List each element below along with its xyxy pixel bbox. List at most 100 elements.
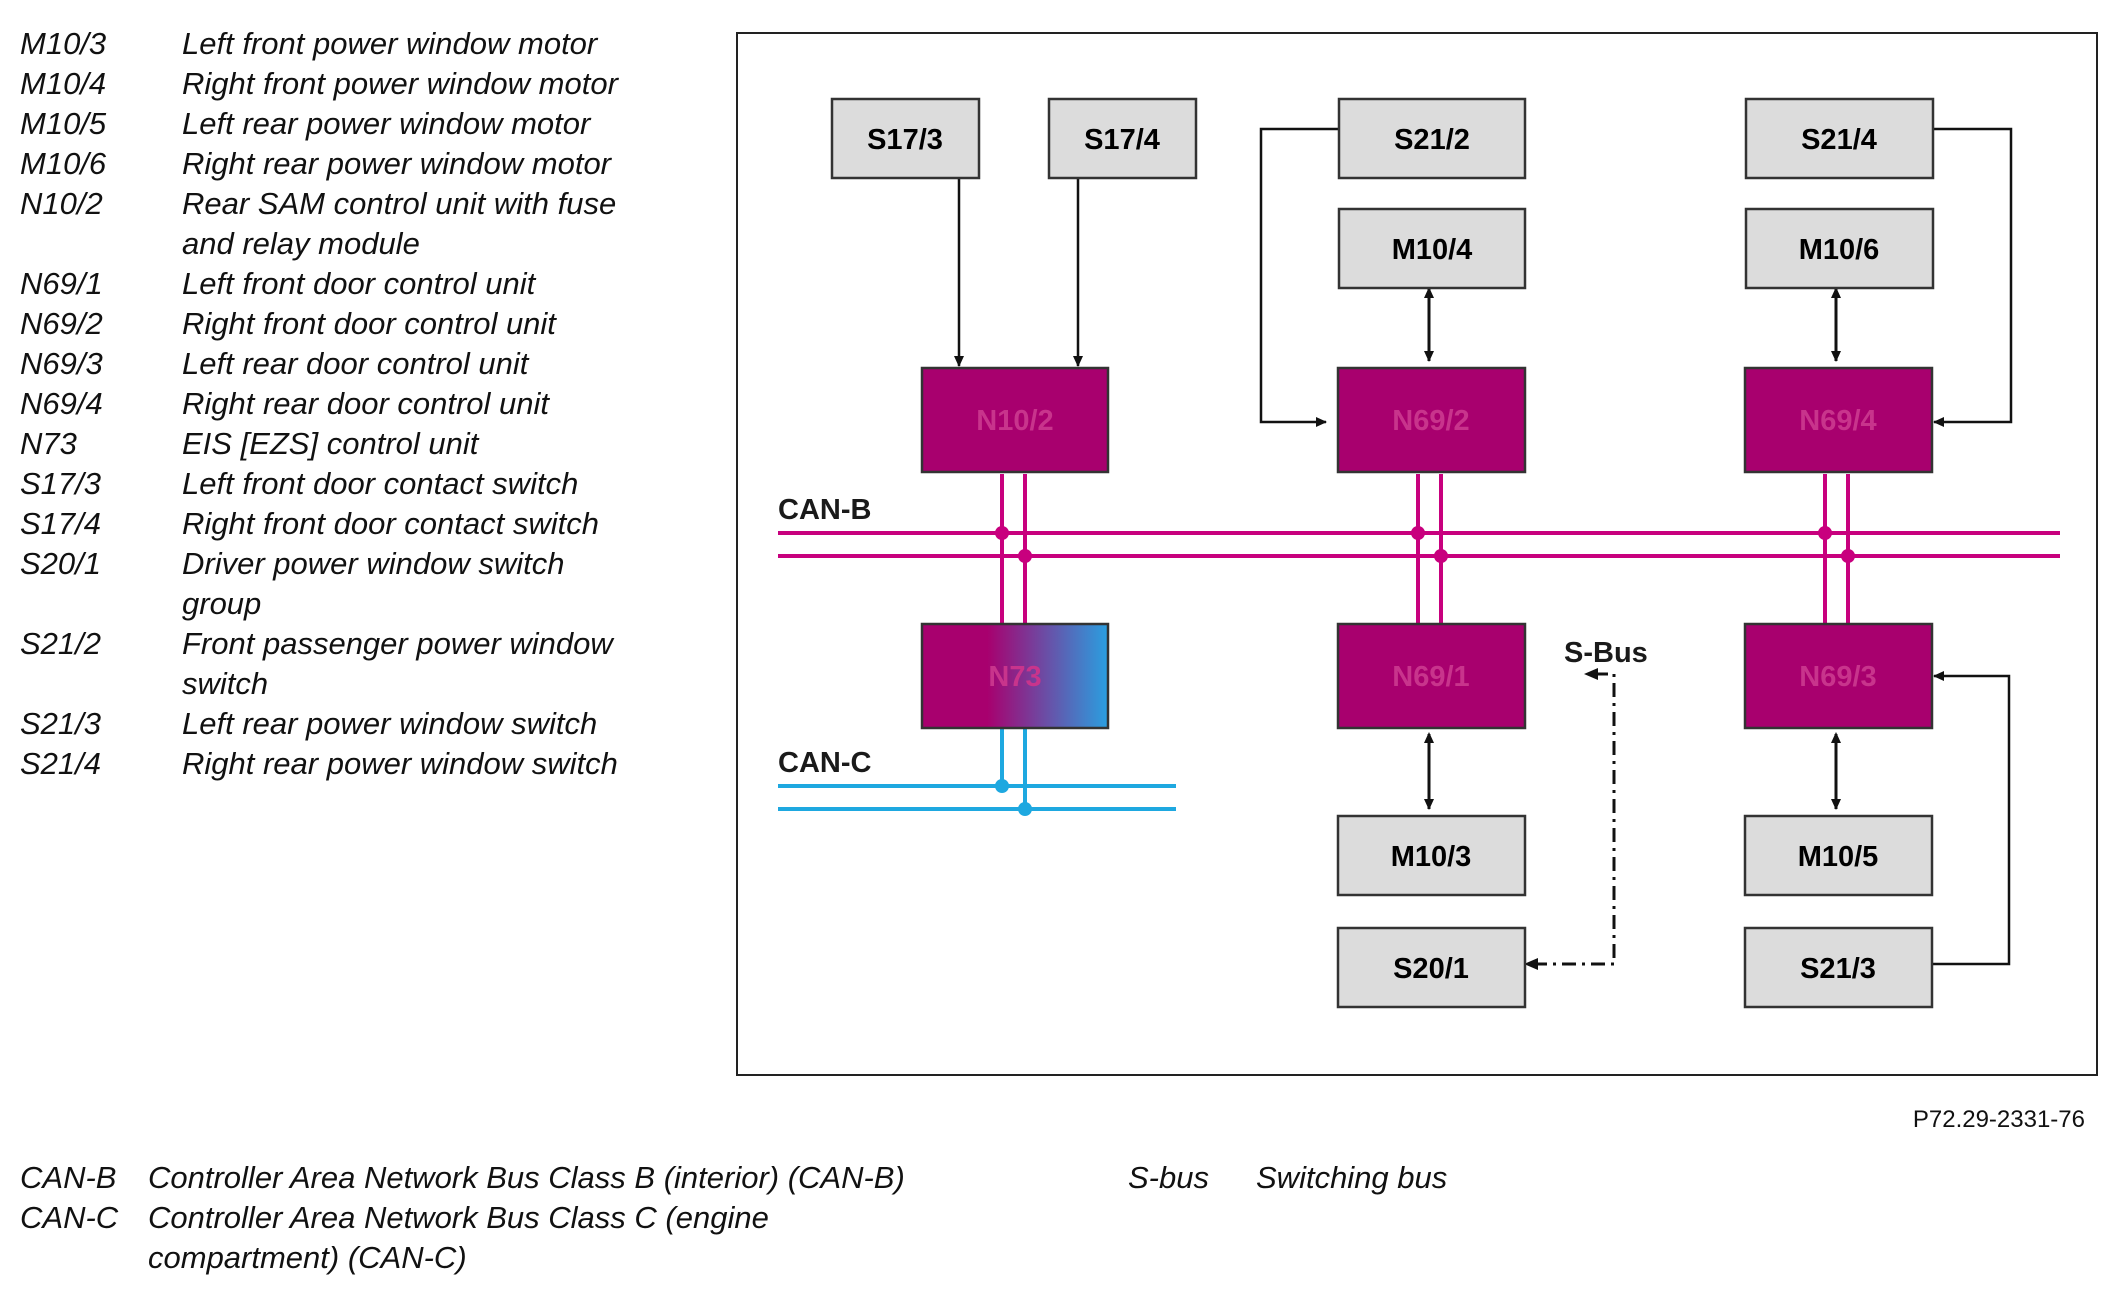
box-s21-4: S21/4	[1744, 97, 1935, 180]
box-n69-1: N69/1	[1336, 622, 1527, 730]
box-label: M10/6	[1799, 234, 1880, 266]
box-label: S21/2	[1394, 124, 1470, 156]
box-label: N69/1	[1392, 661, 1469, 693]
box-n69-2: N69/2	[1336, 366, 1527, 474]
legend-code: S21/4	[20, 746, 102, 781]
legend-desc: Right front door contact switch	[182, 506, 599, 541]
box-label: M10/5	[1798, 841, 1879, 873]
legend-code: S17/3	[20, 466, 102, 501]
s21-2-arrow	[1259, 127, 1339, 427]
s-bus-label: S-Bus	[1564, 637, 1648, 669]
box-m10-3: M10/3	[1336, 814, 1527, 897]
legend-desc: Left rear power window switch	[182, 706, 598, 741]
s21-4-arrow	[1933, 127, 2013, 427]
legend-desc: Right rear door control unit	[182, 386, 550, 421]
abbr-desc: Switching bus	[1256, 1160, 1448, 1195]
s21-3-arrow	[1933, 671, 2011, 966]
box-n73: N73	[920, 622, 1110, 730]
box-s17-4: S17/4	[1047, 97, 1198, 180]
box-label: N69/3	[1799, 661, 1876, 693]
box-label: S21/3	[1800, 953, 1876, 985]
abbr-desc-line1: Controller Area Network Bus Class C (eng…	[148, 1200, 769, 1235]
legend-desc: Right front power window motor	[182, 66, 618, 101]
legend-desc-line2: switch	[182, 666, 269, 701]
n69-front-bus-connections	[1411, 474, 1448, 624]
legend-row: S21/2 Front passenger power window switch	[20, 624, 680, 704]
legend-desc-line1: Driver power window switch	[182, 546, 565, 581]
legend-code: S20/1	[20, 546, 102, 581]
n69-rear-bus-connections	[1818, 474, 1855, 624]
abbr-code: CAN-C	[20, 1200, 119, 1235]
legend-row: N69/3 Left rear door control unit	[20, 344, 680, 384]
legend-row: S20/1 Driver power window switch group	[20, 544, 680, 624]
box-label: S17/4	[1084, 124, 1160, 156]
legend-desc-line1: Rear SAM control unit with fuse	[182, 186, 617, 221]
legend-desc: Right front door control unit	[182, 306, 556, 341]
abbreviation-can-c: CAN-C Controller Area Network Bus Class …	[20, 1198, 769, 1278]
legend-desc: Left front door control unit	[182, 266, 536, 301]
can-c-label: CAN-C	[778, 747, 871, 779]
legend-desc: Left front power window motor	[182, 26, 598, 61]
motor-arrows	[1424, 287, 1841, 810]
legend-desc-line2: group	[182, 586, 262, 621]
legend-row: S17/3 Left front door contact switch	[20, 464, 680, 504]
legend-code: N69/3	[20, 346, 103, 381]
can-b-label: CAN-B	[778, 494, 871, 526]
box-m10-6: M10/6	[1744, 207, 1935, 290]
legend-desc: Front passenger power window switch	[182, 624, 680, 704]
legend-code: S17/4	[20, 506, 102, 541]
box-s20-1: S20/1	[1336, 926, 1527, 1009]
legend-desc: Left rear door control unit	[182, 346, 529, 381]
abbr-desc: Controller Area Network Bus Class C (eng…	[148, 1198, 769, 1278]
legend-desc-line1: Front passenger power window	[182, 626, 613, 661]
figure-id: P72.29-2331-76	[1912, 1106, 2085, 1133]
abbr-desc-line2: compartment) (CAN-C)	[148, 1240, 467, 1275]
legend-desc: Driver power window switch group	[182, 544, 680, 624]
abbr-desc: Controller Area Network Bus Class B (int…	[148, 1160, 905, 1195]
legend-desc: Right rear power window switch	[182, 746, 618, 781]
box-n10-2: N10/2	[920, 366, 1110, 474]
legend-code: M10/5	[20, 106, 107, 141]
legend-desc: Left front door contact switch	[182, 466, 579, 501]
legend-row: N69/4 Right rear door control unit	[20, 384, 680, 424]
abbr-code: CAN-B	[20, 1160, 117, 1195]
legend-row: M10/4 Right front power window motor	[20, 64, 680, 104]
legend-code: M10/4	[20, 66, 107, 101]
legend-desc: EIS [EZS] control unit	[182, 426, 479, 461]
legend-code: N69/4	[20, 386, 103, 421]
box-label: N69/4	[1799, 405, 1876, 437]
box-label: M10/4	[1392, 234, 1473, 266]
legend-code: N10/2	[20, 186, 103, 221]
box-label: N10/2	[976, 405, 1053, 437]
legend-row: S21/4 Right rear power window switch	[20, 744, 680, 784]
box-label: N69/2	[1392, 405, 1469, 437]
box-n69-3: N69/3	[1743, 622, 1934, 730]
box-m10-5: M10/5	[1743, 814, 1934, 897]
box-label: S20/1	[1393, 953, 1469, 985]
box-s17-3: S17/3	[830, 97, 981, 180]
diagram-frame: CAN-B CAN-C	[736, 32, 2098, 1076]
legend-row: N69/2 Right front door control unit	[20, 304, 680, 344]
legend-row: S17/4 Right front door contact switch	[20, 504, 680, 544]
legend-code: N69/2	[20, 306, 103, 341]
box-n69-4: N69/4	[1743, 366, 1934, 474]
legend-desc: Right rear power window motor	[182, 146, 612, 181]
legend-row: M10/6 Right rear power window motor	[20, 144, 680, 184]
legend-row: S21/3 Left rear power window switch	[20, 704, 680, 744]
can-c-bus: CAN-C	[778, 747, 1176, 811]
network-diagram: CAN-B CAN-C	[778, 97, 2060, 1009]
legend-code: M10/6	[20, 146, 107, 181]
box-label: M10/3	[1391, 841, 1472, 873]
box-label: S17/3	[867, 124, 943, 156]
box-label: N73	[988, 661, 1041, 693]
legend-code: S21/2	[20, 626, 102, 661]
legend-code: S21/3	[20, 706, 102, 741]
door-contact-arrows	[954, 178, 1083, 367]
legend-code: N73	[20, 426, 77, 461]
